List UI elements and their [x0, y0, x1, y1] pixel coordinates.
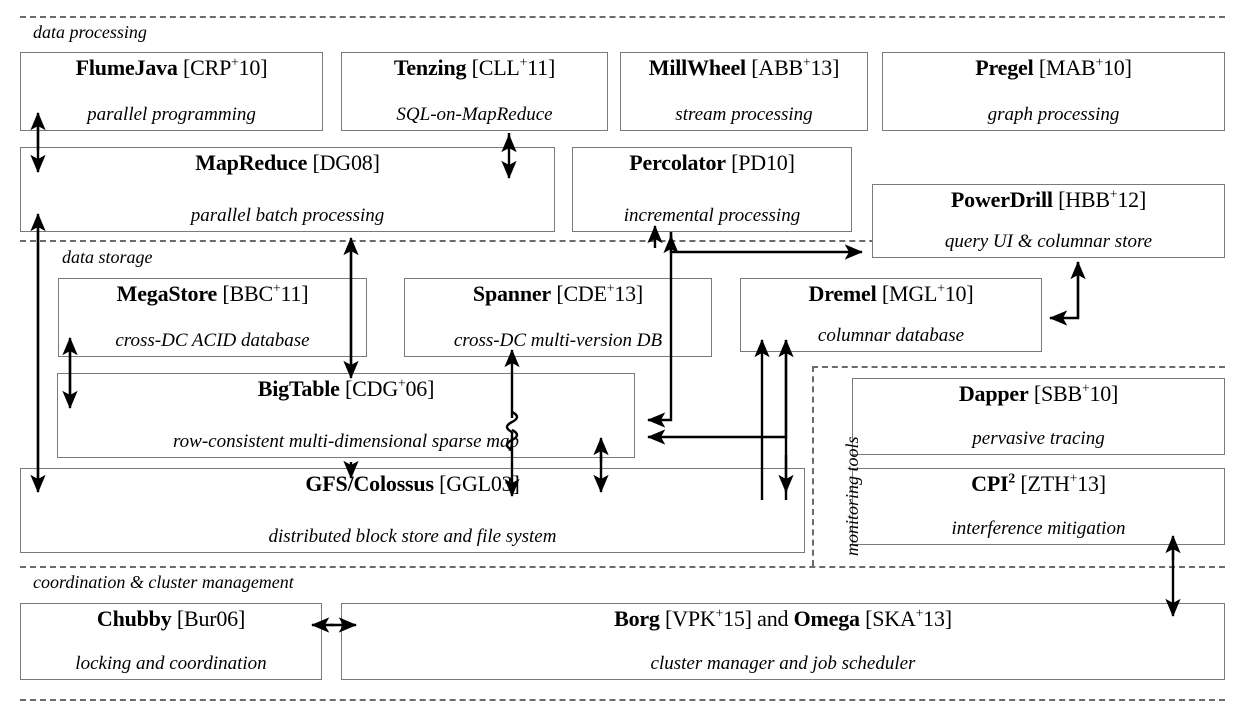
- component-sub-chubby: locking and coordination: [75, 653, 267, 675]
- component-sub-dremel: columnar database: [817, 325, 965, 347]
- component-name-exponent: 2: [1008, 470, 1016, 486]
- band-label-coordination: coordination & cluster management: [33, 572, 294, 592]
- component-title-dremel: Dremel [MGL+10]: [808, 280, 974, 306]
- component-ref: [MAB+10]: [1038, 54, 1132, 80]
- component-sub-tenzing: SQL-on-MapReduce: [396, 104, 553, 126]
- component-name: Spanner: [472, 281, 551, 306]
- component-conjunction: and: [757, 606, 789, 631]
- component-ref: [CLL+11]: [471, 54, 556, 80]
- component-box-dremel[interactable]: Dremel [MGL+10] columnar database: [740, 278, 1042, 352]
- component-name: Tenzing: [393, 55, 467, 80]
- component-name: PowerDrill: [950, 187, 1053, 212]
- component-box-tenzing[interactable]: Tenzing [CLL+11] SQL-on-MapReduce: [341, 52, 608, 131]
- component-name-text: CPI: [971, 471, 1009, 496]
- monitoring-tools-left-border: [812, 366, 814, 566]
- component-name: MegaStore: [116, 281, 218, 306]
- component-sub-borg-omega: cluster manager and job scheduler: [650, 653, 916, 675]
- component-ref: [BBC+11]: [222, 280, 309, 306]
- divider-top: [20, 16, 1225, 18]
- component-box-megastore[interactable]: MegaStore [BBC+11] cross-DC ACID databas…: [58, 278, 367, 357]
- component-sub-spanner: cross-DC multi-version DB: [453, 330, 663, 352]
- component-box-gfs-colossus[interactable]: GFS/Colossus [GGL03] distributed block s…: [20, 468, 805, 553]
- component-title-cpi2: CPI2 [ZTH+13]: [971, 470, 1106, 496]
- divider-processing-storage: [20, 240, 1225, 242]
- component-title-dapper: Dapper [SBB+10]: [958, 380, 1119, 406]
- component-ref: [CRP+10]: [183, 54, 268, 80]
- component-ref: [GGL03]: [439, 471, 520, 496]
- component-sub-percolator: incremental processing: [623, 205, 801, 227]
- band-label-data-processing: data processing: [33, 22, 147, 42]
- component-ref: [CDE+13]: [556, 280, 644, 306]
- component-name: Dremel: [808, 281, 877, 306]
- divider-bottom: [20, 699, 1225, 701]
- component-title-tenzing: Tenzing [CLL+11]: [393, 54, 556, 80]
- component-name: GFS/Colossus: [305, 471, 434, 496]
- component-box-percolator[interactable]: Percolator [PD10] incremental processing: [572, 147, 852, 232]
- component-box-spanner[interactable]: Spanner [CDE+13] cross-DC multi-version …: [404, 278, 712, 357]
- component-name: Borg: [614, 606, 660, 631]
- component-ref: [PD10]: [731, 150, 795, 175]
- component-sub-pregel: graph processing: [987, 104, 1120, 126]
- component-name: MillWheel: [648, 55, 746, 80]
- component-ref: [ZTH+13]: [1020, 470, 1106, 496]
- component-box-powerdrill[interactable]: PowerDrill [HBB+12] query UI & columnar …: [872, 184, 1225, 258]
- component-name: Chubby: [96, 606, 172, 631]
- component-sub-powerdrill: query UI & columnar store: [944, 231, 1153, 253]
- component-ref: [CDG+06]: [345, 375, 435, 401]
- component-title-bigtable: BigTable [CDG+06]: [257, 375, 435, 401]
- component-title-millwheel: MillWheel [ABB+13]: [648, 54, 840, 80]
- component-box-bigtable[interactable]: BigTable [CDG+06] row-consistent multi-d…: [57, 373, 635, 458]
- component-sub-dapper: pervasive tracing: [972, 428, 1105, 450]
- component-name: BigTable: [257, 376, 340, 401]
- component-sub-cpi2: interference mitigation: [951, 518, 1126, 540]
- component-title-spanner: Spanner [CDE+13]: [472, 280, 644, 306]
- component-title-megastore: MegaStore [BBC+11]: [116, 280, 309, 306]
- component-sub-gfs-colossus: distributed block store and file system: [268, 526, 557, 548]
- component-ref: [DG08]: [312, 150, 380, 175]
- component-sub-bigtable: row-consistent multi-dimensional sparse …: [172, 431, 520, 453]
- component-name: MapReduce: [195, 150, 308, 175]
- component-ref: [Bur06]: [176, 606, 246, 631]
- component-title-flumejava: FlumeJava [CRP+10]: [75, 54, 268, 80]
- component-sub-flumejava: parallel programming: [87, 104, 256, 126]
- component-ref: [MGL+10]: [881, 280, 974, 306]
- component-name: Pregel: [975, 55, 1034, 80]
- component-ref-2: [SKA+13]: [865, 605, 952, 631]
- component-sub-millwheel: stream processing: [675, 104, 813, 126]
- component-name: CPI2: [971, 471, 1015, 496]
- component-box-mapreduce[interactable]: MapReduce [DG08] parallel batch processi…: [20, 147, 555, 232]
- component-title-mapreduce: MapReduce [DG08]: [195, 150, 380, 175]
- divider-storage-coordination: [20, 566, 1225, 568]
- component-name: FlumeJava: [75, 55, 178, 80]
- component-box-chubby[interactable]: Chubby [Bur06] locking and coordination: [20, 603, 322, 680]
- component-box-dapper[interactable]: Dapper [SBB+10] pervasive tracing: [852, 378, 1225, 455]
- component-box-flumejava[interactable]: FlumeJava [CRP+10] parallel programming: [20, 52, 323, 131]
- component-sub-megastore: cross-DC ACID database: [115, 330, 310, 352]
- component-title-borg-omega: Borg [VPK+15] and Omega [SKA+13]: [614, 605, 952, 631]
- component-title-gfs-colossus: GFS/Colossus [GGL03]: [305, 472, 519, 496]
- component-ref: [ABB+13]: [751, 54, 840, 80]
- component-ref: [VPK+15]: [665, 605, 752, 631]
- component-name-2: Omega: [793, 606, 860, 631]
- component-sub-mapreduce: parallel batch processing: [190, 205, 385, 227]
- component-box-borg-omega[interactable]: Borg [VPK+15] and Omega [SKA+13] cluster…: [341, 603, 1225, 680]
- monitoring-tools-label: monitoring tools: [842, 436, 862, 556]
- component-ref: [HBB+12]: [1058, 186, 1147, 212]
- component-box-millwheel[interactable]: MillWheel [ABB+13] stream processing: [620, 52, 868, 131]
- band-label-data-storage: data storage: [62, 247, 153, 267]
- component-box-pregel[interactable]: Pregel [MAB+10] graph processing: [882, 52, 1225, 131]
- component-title-powerdrill: PowerDrill [HBB+12]: [950, 186, 1147, 212]
- component-name: Dapper: [958, 381, 1029, 406]
- component-ref: [SBB+10]: [1033, 380, 1119, 406]
- component-title-chubby: Chubby [Bur06]: [97, 607, 245, 631]
- component-name: Percolator: [629, 150, 726, 175]
- component-box-cpi2[interactable]: CPI2 [ZTH+13] interference mitigation: [852, 468, 1225, 545]
- component-title-pregel: Pregel [MAB+10]: [975, 54, 1132, 80]
- monitoring-tools-top-border: [812, 366, 1225, 368]
- component-title-percolator: Percolator [PD10]: [629, 150, 795, 175]
